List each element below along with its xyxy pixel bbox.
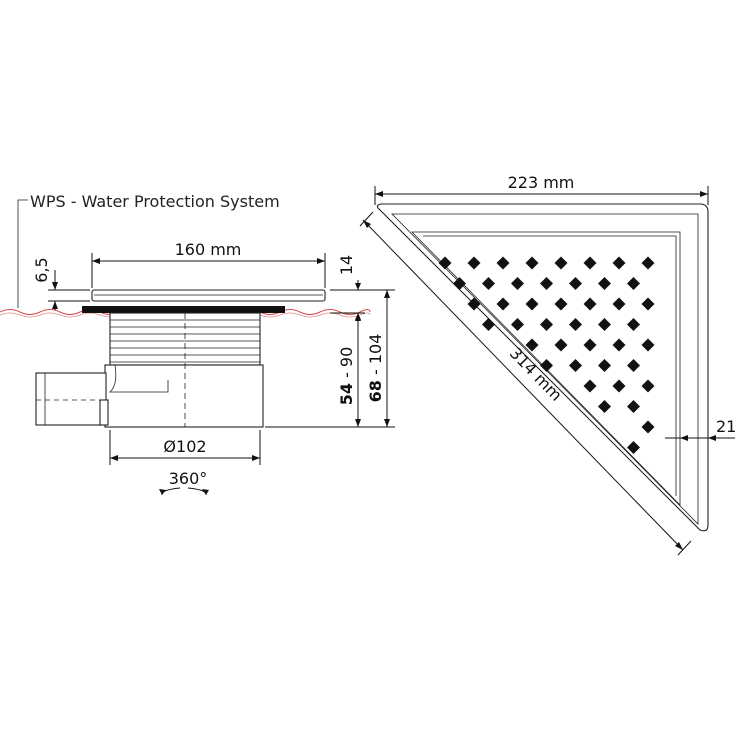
grate-hole [540,359,553,372]
grate-hole [598,359,611,372]
grate-hole [467,297,481,311]
dim-54-90-text: 54 - 90 [337,347,356,406]
grate-hole [554,297,568,311]
grate-hole [467,256,481,270]
grate-hole [627,359,640,372]
grate-hole [598,277,611,290]
grate-hole [554,338,568,352]
grate-hole [583,297,597,311]
wps-label: WPS - Water Protection System [30,192,280,211]
grate-hole [641,420,655,434]
grate-hole [525,297,539,311]
grate-hole [641,256,655,270]
grate-hole [612,338,626,352]
grate-hole [583,338,597,352]
grate-hole [438,256,452,270]
grate-hole [525,256,539,270]
dim-21-text: 21 [716,417,735,436]
grate-hole [540,277,553,290]
grate-hole [627,277,640,290]
housing-inner-curve [108,364,169,393]
grate-hole [627,441,640,454]
grate-hole [554,256,568,270]
grate-hole [641,379,655,393]
grate-hole [583,256,597,270]
dim-14-text: 14 [337,255,356,275]
drain-housing [104,364,264,428]
rotation-arrow-right [187,487,207,496]
grate-holes [438,256,655,454]
dim-102-text: Ø102 [163,437,206,456]
drain-side-view: WPS - Water Protection System [0,192,395,496]
grate-hole [569,277,582,290]
grate-hole [482,277,495,290]
grate-hole [627,400,640,413]
grate-hole [496,256,510,270]
grate-hole [525,338,539,352]
dim-314-line [362,219,684,551]
rotation-text: 360° [169,469,208,488]
dim-160-text: 160 mm [175,240,242,259]
grate-cover [91,289,326,302]
dim-68-104-text: 68 - 104 [366,334,385,403]
grate-plate-inner-edge [423,235,677,496]
grate-hole [598,318,611,331]
grate-hole [511,277,524,290]
grate-hole [612,379,626,393]
grate-top-view: 223 mm 314 mm 21 [359,173,735,556]
grate-hole [569,359,582,372]
seal-flange [82,306,285,313]
grate-hole [612,297,626,311]
grate-hole [540,318,553,331]
grate-hole [641,338,655,352]
wps-leader-line [17,199,28,308]
grate-hole [641,297,655,311]
grate-hole [598,400,611,413]
grate-hole [511,318,524,331]
dim-6-5-text: 6,5 [32,257,51,282]
outlet-pipe [35,372,107,426]
grate-hole [583,379,597,393]
grate-hole [569,318,582,331]
grate-hole [627,318,640,331]
grate-hole [482,318,495,331]
dim-223-text: 223 mm [508,173,575,192]
grate-hole [612,256,626,270]
grate-hole [453,277,466,290]
grate-hole [496,297,510,311]
